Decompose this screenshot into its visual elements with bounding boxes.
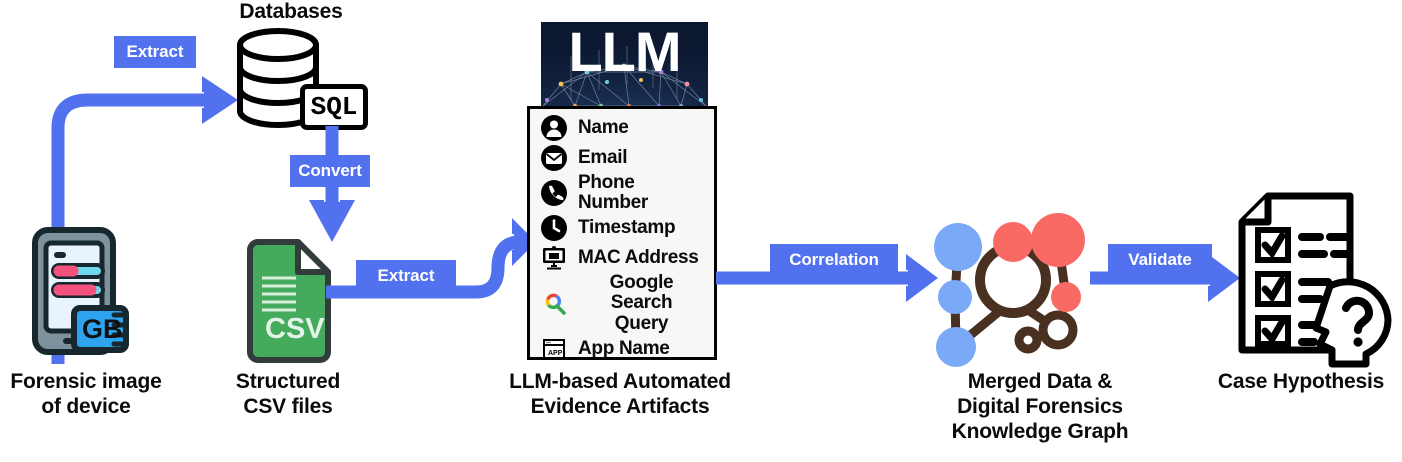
svg-text:APP: APP [548,350,563,357]
list-item-label: App Name [578,337,670,359]
arrow-label-convert: Convert [290,155,370,187]
list-item[interactable]: Google Search Query [530,273,714,333]
app-window-icon: APP [539,334,569,364]
llm-banner-title: LLM [568,22,681,83]
google-search-icon [539,288,569,318]
list-item-label: Email [578,146,628,168]
knowledge-graph-icon [934,213,1085,367]
arrow-extract-2 [326,218,536,299]
list-item[interactable]: Phone Number [530,172,714,214]
envelope-icon [539,143,569,173]
svg-text:CSV: CSV [265,313,325,345]
phone-icon [539,178,569,208]
arrow-label-text: Convert [298,161,362,180]
arrow-label-validate: Validate [1108,244,1212,276]
sql-badge: SQL [300,84,368,130]
arrow-label-text: Extract [377,266,435,285]
csv-caption: Structured CSV files [235,370,341,418]
person-icon [539,113,569,143]
evidence-artifacts-list: Name Email Phone Number Timestamp [527,106,717,360]
arrow-label-correlation: Correlation [770,244,898,276]
list-item-label: Timestamp [578,217,676,239]
svg-text:GB: GB [82,314,123,344]
arrow-label-extract-1: Extract [114,36,196,68]
device-caption: Forensic image of device [10,370,162,418]
arrow-label-text: Extract [126,42,184,61]
csv-file-icon: CSV [247,239,331,363]
monitor-icon [539,243,569,273]
arrow-validate [1090,254,1240,302]
llm-network-graphic [542,46,707,108]
list-item[interactable]: Email [530,143,714,173]
list-item-label: Google Search Query [609,272,674,334]
clock-icon [539,213,569,243]
llm-banner: LLM [541,22,708,108]
list-item[interactable]: Timestamp [530,213,714,243]
arrow-extract-1 [51,76,238,364]
list-item[interactable]: MAC Address [530,243,714,273]
checklist-head-question-icon [1238,192,1392,368]
mobile-device-icon: GB [32,227,129,355]
arrow-label-text: Correlation [789,250,879,269]
hypothesis-caption: Case Hypothesis [1217,370,1385,393]
arrow-label-extract-2: Extract [356,260,456,292]
list-item-label: Name [578,116,629,138]
list-item-label: MAC Address [578,247,699,269]
arrow-label-text: Validate [1128,250,1192,269]
arrow-correlation [716,254,938,302]
graph-caption: Merged Data & Digital Forensics Knowledg… [951,370,1129,443]
list-item-label: Phone Number [578,172,648,214]
list-item[interactable]: APP App Name [530,334,714,364]
databases-title: Databases [239,0,343,23]
llm-caption: LLM-based Automated Evidence Artifacts [509,370,731,418]
list-item[interactable]: Name [530,113,714,143]
